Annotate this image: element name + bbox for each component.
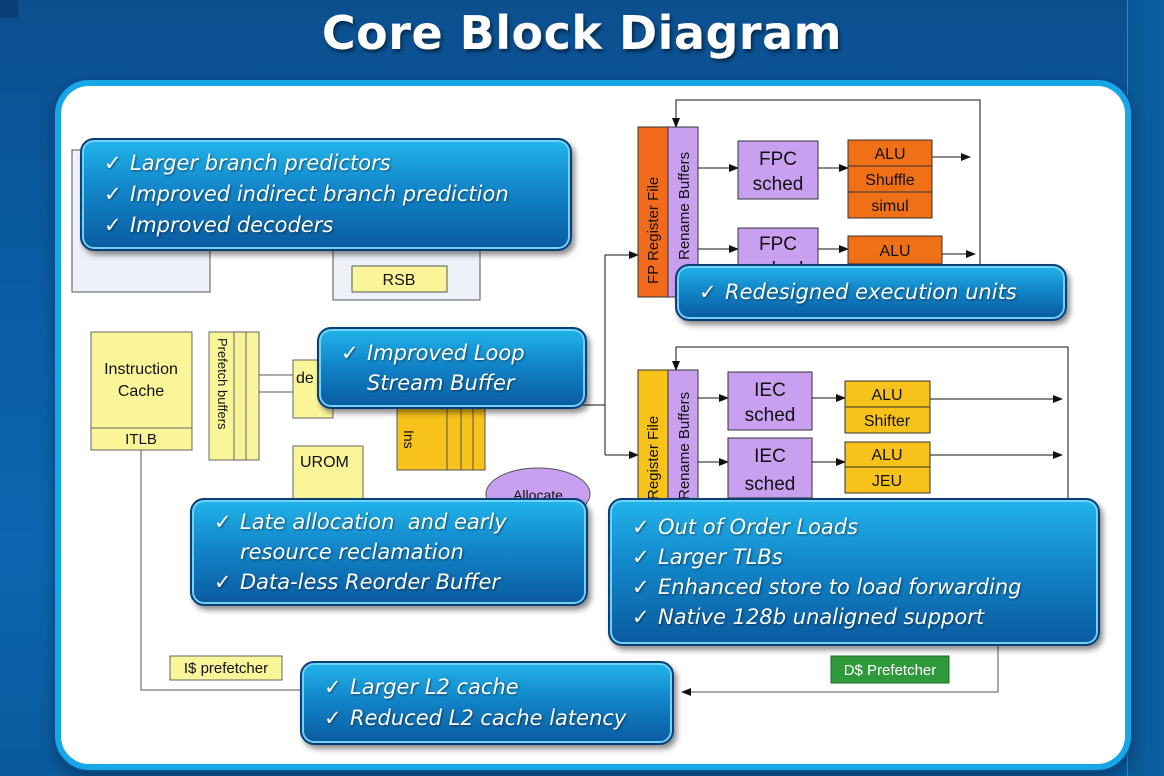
icache-prefetcher-label: I$ prefetcher xyxy=(184,660,268,677)
check-icon: ✓ xyxy=(699,280,717,304)
iec-sched-1-label: IEC xyxy=(754,380,786,401)
int-alu-1-label: ALU xyxy=(871,387,902,404)
fp-register-file-label: FP Register File xyxy=(645,177,662,284)
urom-label: UROM xyxy=(300,454,349,471)
callout-item: ✓Out of Order Loads xyxy=(632,512,1084,542)
simul-label: simul xyxy=(871,198,908,215)
instruction-cache-label-2: Cache xyxy=(118,383,164,400)
icache-prefetcher-block xyxy=(169,655,283,681)
check-icon: ✓ xyxy=(214,570,232,594)
dcache-prefetcher-block xyxy=(830,655,950,684)
callout-item: Stream Buffer xyxy=(367,371,515,395)
callout-item: ✓Improved decoders xyxy=(104,210,556,241)
callout-item: ✓Larger L2 cache xyxy=(324,672,658,703)
instruction-cache-block xyxy=(90,331,193,451)
instruction-queue-block xyxy=(396,407,486,471)
instruction-cache-label-1: Instruction xyxy=(104,361,178,378)
check-icon: ✓ xyxy=(324,675,342,699)
fpc-sched-1 xyxy=(737,140,819,200)
callout-execution-units: ✓Redesigned execution units xyxy=(675,264,1067,321)
callout-item: ✓Late allocation and early xyxy=(214,507,572,537)
check-icon: ✓ xyxy=(104,182,122,206)
callout-item: ✓Enhanced store to load forwarding xyxy=(632,572,1084,602)
callout-item: ✓Improved Loop xyxy=(341,338,571,368)
fpc-sched-2 xyxy=(737,227,819,271)
instruction-queue-label: Ins xyxy=(401,430,417,449)
callout-item: ✓Native 128b unaligned support xyxy=(632,602,1084,632)
iec-sched-2 xyxy=(727,437,813,499)
dcache-prefetcher-label: D$ Prefetcher xyxy=(844,662,937,679)
int-alu-1 xyxy=(844,380,931,408)
check-icon: ✓ xyxy=(632,515,650,539)
callout-item: ✓Redesigned execution units xyxy=(699,277,1051,308)
jeu-unit xyxy=(844,466,931,494)
callout-item: ✓Improved indirect branch prediction xyxy=(104,179,556,210)
callout-l2-cache: ✓Larger L2 cache ✓Reduced L2 cache laten… xyxy=(300,661,674,745)
iec-sched-1 xyxy=(727,371,813,431)
iec-sched-2-label-2: sched xyxy=(745,474,796,495)
check-icon: ✓ xyxy=(632,575,650,599)
callout-allocation: ✓Late allocation and early resource recl… xyxy=(190,498,588,606)
fp-rename-buffers-label: Rename Buffers xyxy=(676,152,693,260)
shifter-label: Shifter xyxy=(864,413,911,430)
int-alu-2-label: ALU xyxy=(871,447,902,464)
shifter-unit xyxy=(844,406,931,434)
fp-register-file xyxy=(637,126,669,298)
rsb-block xyxy=(351,265,448,293)
itlb-label: ITLB xyxy=(125,431,157,448)
callout-loop-stream-buffer: ✓Improved Loop Stream Buffer xyxy=(317,327,587,409)
callout-item: ✓Larger TLBs xyxy=(632,542,1084,572)
iec-sched-2-label: IEC xyxy=(754,446,786,467)
rsb-label: RSB xyxy=(383,272,416,289)
decoder-label: de xyxy=(296,370,314,387)
check-icon: ✓ xyxy=(104,151,122,175)
callout-item: ✓Reduced L2 cache latency xyxy=(324,703,658,734)
int-register-file-label: Register File xyxy=(645,416,662,500)
corner-tab xyxy=(0,0,18,18)
shuffle-label: Shuffle xyxy=(865,172,915,189)
callout-item: ✓Data-less Reorder Buffer xyxy=(214,567,572,597)
check-icon: ✓ xyxy=(632,545,650,569)
int-alu-2 xyxy=(844,441,931,468)
page-title: Core Block Diagram xyxy=(321,6,843,60)
right-stripe xyxy=(1127,0,1164,776)
callout-item: resource reclamation xyxy=(240,540,464,564)
simul-unit xyxy=(847,191,933,219)
fpc-sched-2-label: FPC xyxy=(759,234,797,255)
callout-branch-prediction: ✓Larger branch predictors ✓Improved indi… xyxy=(80,138,572,251)
check-icon: ✓ xyxy=(214,510,232,534)
check-icon: ✓ xyxy=(324,706,342,730)
int-rename-buffers xyxy=(667,369,699,506)
fpc-sched-1-label-2: sched xyxy=(753,174,804,195)
jeu-label: JEU xyxy=(872,473,902,490)
check-icon: ✓ xyxy=(104,213,122,237)
urom-block xyxy=(292,445,364,507)
fp-alu-2 xyxy=(847,235,943,265)
fp-alu-2-label: ALU xyxy=(879,243,910,260)
iec-sched-1-label-2: sched xyxy=(745,405,796,426)
check-icon: ✓ xyxy=(632,605,650,629)
fp-alu-1-label: ALU xyxy=(874,146,905,163)
fpc-sched-1-label: FPC xyxy=(759,149,797,170)
callout-item: ✓Larger branch predictors xyxy=(104,148,556,179)
fp-alu-1 xyxy=(847,139,933,167)
int-rename-buffers-label: Rename Buffers xyxy=(676,392,693,500)
prefetch-buffers-label: Prefetch buffers xyxy=(215,338,230,430)
callout-loads: ✓Out of Order Loads ✓Larger TLBs ✓Enhanc… xyxy=(608,498,1100,646)
check-icon: ✓ xyxy=(341,341,359,365)
